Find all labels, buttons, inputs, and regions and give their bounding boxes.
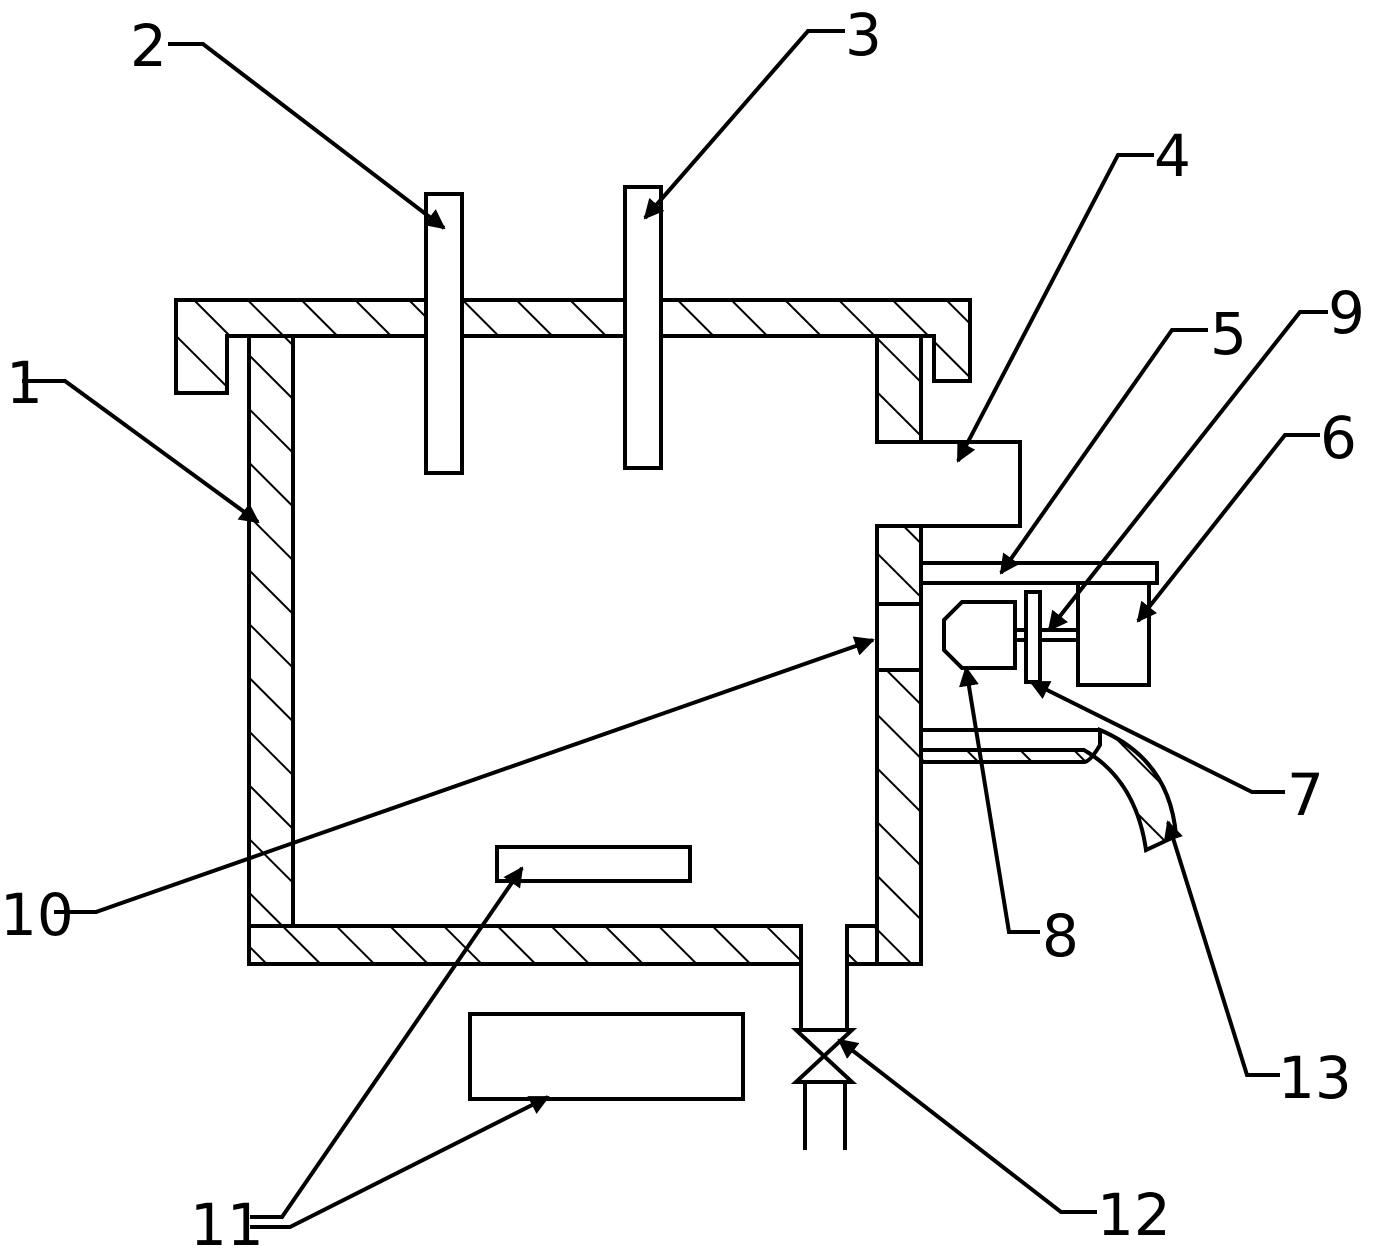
label-10: 10 [0, 881, 74, 949]
discharge-pipe [919, 726, 1179, 853]
label-11: 11 [190, 1191, 264, 1257]
label-6: 6 [1320, 404, 1357, 472]
label-12: 12 [1097, 1181, 1171, 1249]
heater-outer [468, 1012, 745, 1101]
pump-8 [942, 600, 1017, 670]
tank-body [247, 334, 923, 966]
heater-inner [495, 845, 692, 883]
label-9: 9 [1328, 279, 1365, 347]
mounting-plate [919, 561, 1159, 585]
label-2: 2 [130, 12, 167, 80]
probe-2 [424, 192, 464, 475]
outlet-duct [921, 440, 1022, 528]
label-13: 13 [1278, 1044, 1352, 1112]
motor-6 [1076, 581, 1151, 687]
tank-lid [174, 298, 972, 395]
label-5: 5 [1210, 300, 1247, 368]
label-4: 4 [1154, 122, 1191, 190]
coupling-7 [1024, 590, 1042, 684]
label-3: 3 [845, 1, 882, 69]
leader-lines [22, 29, 1328, 1229]
label-7: 7 [1287, 761, 1324, 829]
label-8: 8 [1042, 902, 1079, 970]
label-1: 1 [6, 349, 43, 417]
probe-3 [623, 185, 663, 470]
drain-valve [790, 926, 858, 1150]
